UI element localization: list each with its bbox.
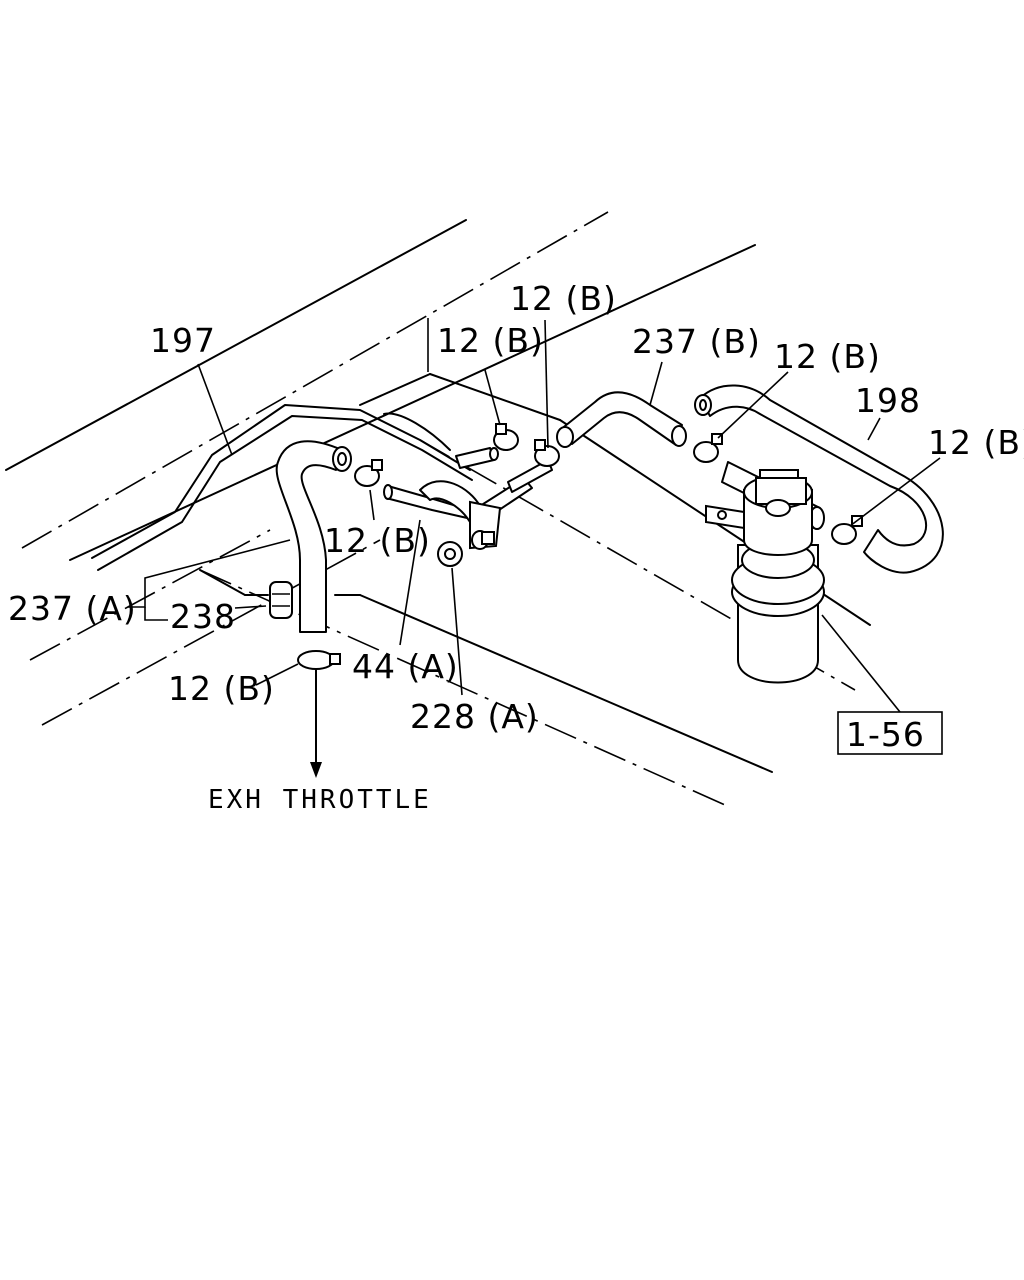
- valve-1-56: [705, 469, 825, 684]
- label-197: 197: [150, 321, 216, 360]
- ref-box: [837, 711, 943, 755]
- connector-tube: [383, 412, 553, 493]
- label-12b-right: 12 (B): [774, 337, 881, 376]
- label-12b-top: 12 (B): [510, 279, 617, 318]
- frame-lines: [5, 211, 871, 806]
- hose-237a: [275, 440, 352, 633]
- label-12b-left: 12 (B): [437, 321, 544, 360]
- label-12b-bottom: 12 (B): [168, 669, 275, 708]
- label-1-56: 1-56: [846, 715, 925, 754]
- label-237a: 237 (A): [8, 589, 137, 628]
- label-237b: 237 (B): [632, 322, 761, 361]
- exh-throttle-arrow: [310, 668, 322, 778]
- clamp-1: [493, 423, 519, 451]
- label-12b-mid: 12 (B): [324, 521, 431, 560]
- label-198: 198: [855, 381, 921, 420]
- leader-lines: [128, 319, 941, 713]
- clamp-2: [534, 439, 560, 467]
- hose-198: [694, 384, 944, 574]
- label-228a: 228 (A): [410, 697, 539, 736]
- label-12b-far-right: 12 (B): [928, 423, 1024, 462]
- clamp-3: [354, 459, 383, 487]
- plug-238: [269, 581, 293, 619]
- label-238: 238: [170, 597, 236, 636]
- labels: 197 12 (B) 12 (B) 237 (B) 12 (B) 198 12 …: [8, 279, 1024, 815]
- clamp-6: [297, 650, 341, 670]
- tube-197: [91, 404, 473, 571]
- clamp-4: [693, 433, 723, 463]
- hose-237b: [556, 391, 687, 448]
- nut-228a: [437, 541, 463, 567]
- label-exh-throttle: EXH THROTTLE: [208, 785, 432, 815]
- label-44a: 44 (A): [352, 647, 459, 686]
